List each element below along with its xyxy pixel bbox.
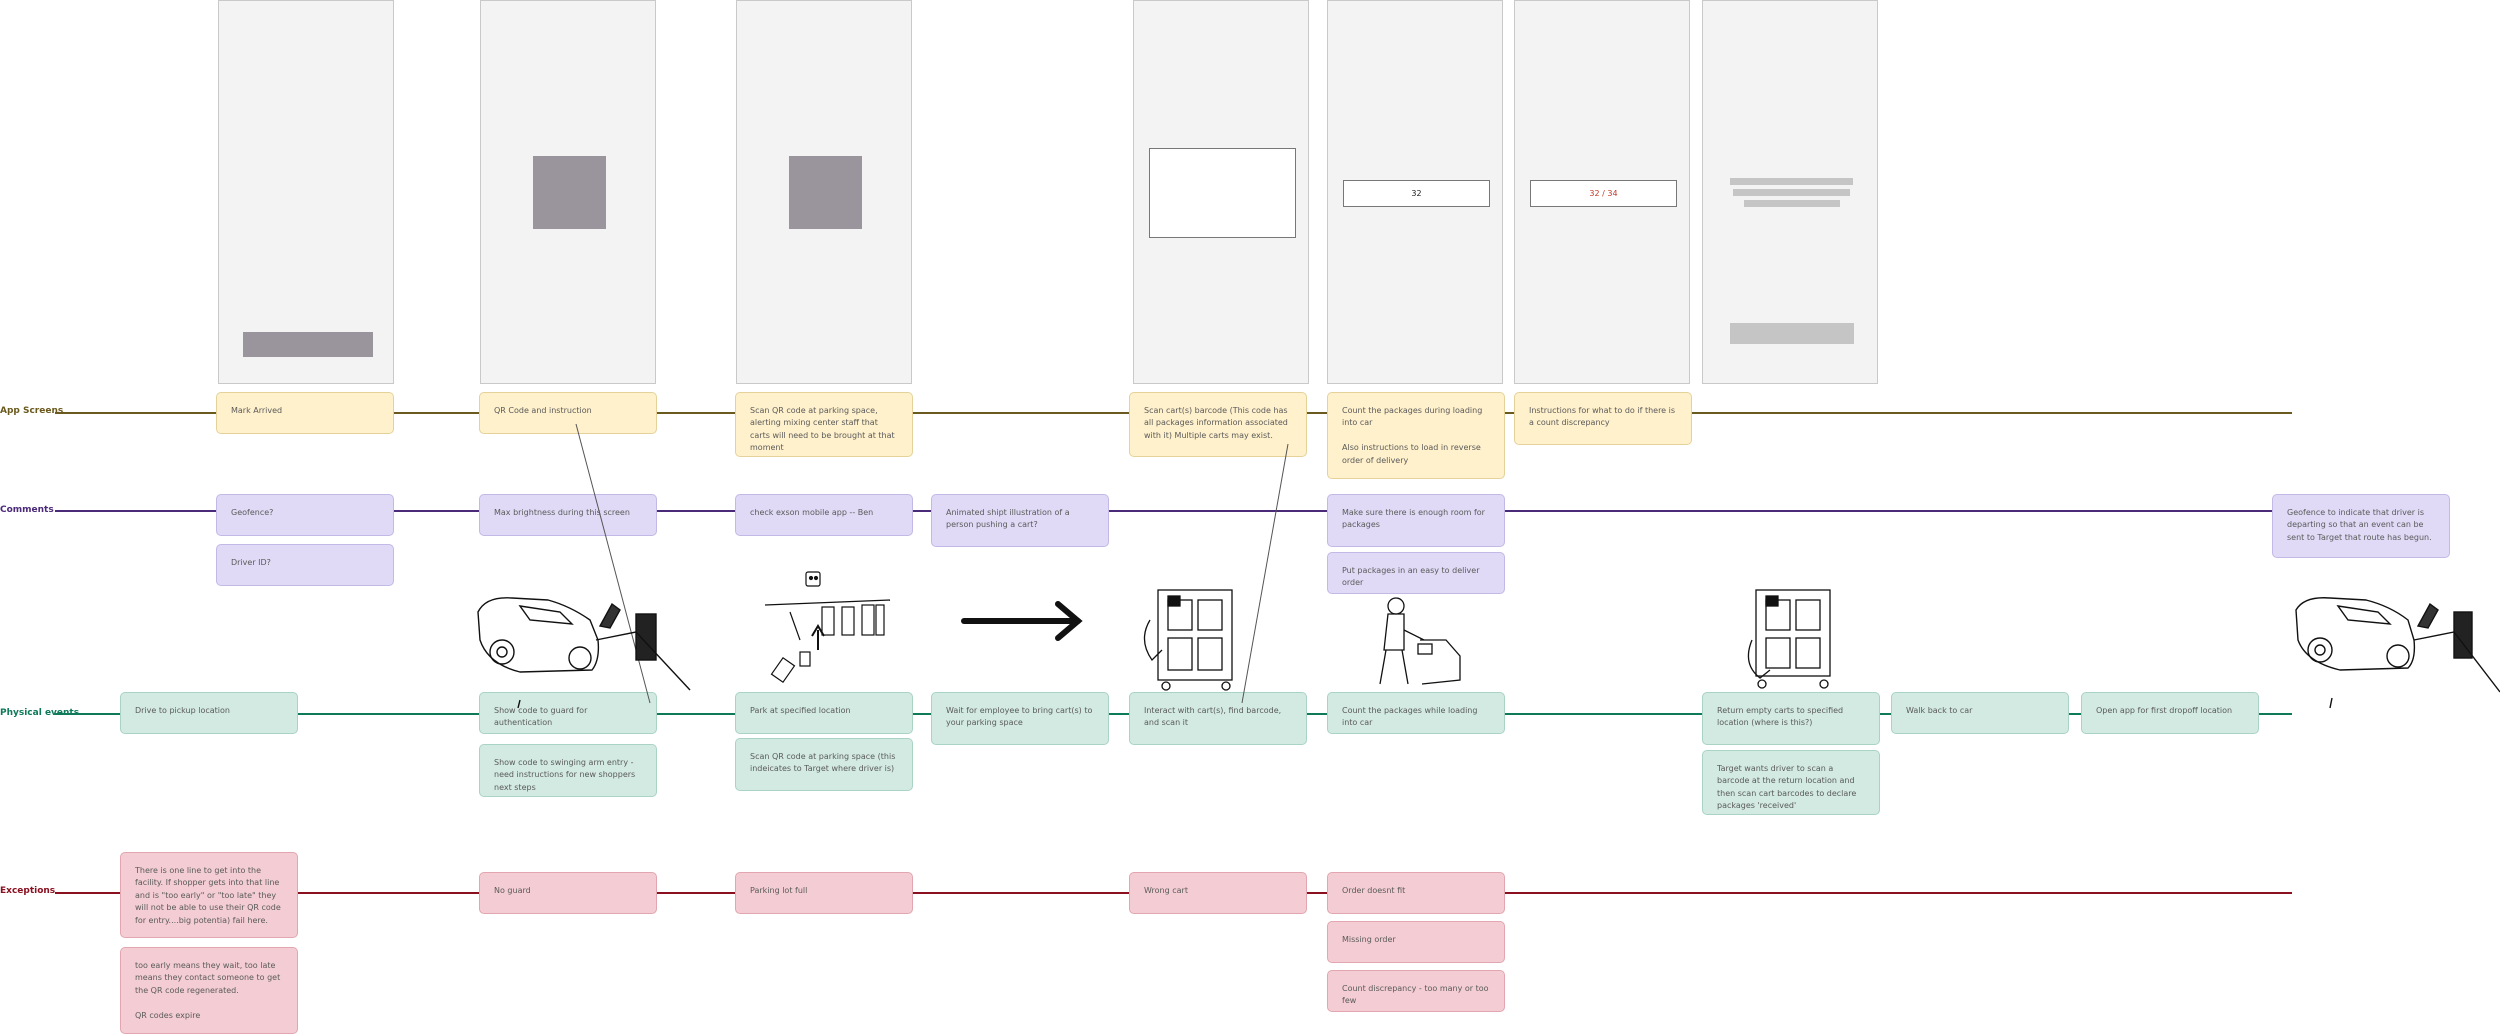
exception-card-order-doesnt-fit[interactable]: Order doesnt fit	[1327, 872, 1505, 914]
physical-card-return-carts[interactable]: Return empty carts to specified location…	[1702, 692, 1880, 745]
screen-scan-parking-qr	[736, 0, 912, 384]
lane-line-comments	[55, 510, 2335, 512]
exception-card-no-guard[interactable]: No guard	[479, 872, 657, 914]
screen-count-discrepancy: 32 / 34	[1514, 0, 1690, 384]
parking-illustration	[764, 571, 891, 684]
connector-line	[1241, 443, 1289, 704]
scanner-viewfinder	[1149, 148, 1296, 238]
app-card-scan-parking-qr[interactable]: Scan QR code at parking space, alerting …	[735, 392, 913, 457]
physical-card-interact-cart[interactable]: Interact with cart(s), find barcode, and…	[1129, 692, 1307, 745]
qr-code-placeholder	[789, 156, 862, 229]
app-card-count-discrepancy[interactable]: Instructions for what to do if there is …	[1514, 392, 1692, 445]
physical-card-count-loading[interactable]: Count the packages while loading into ca…	[1327, 692, 1505, 734]
connector-line	[575, 423, 651, 704]
lane-label-physical-events: Physical events	[0, 708, 80, 718]
screen-count-packages: 32	[1327, 0, 1503, 384]
lane-label-app-screens: App Screens	[0, 406, 64, 416]
screen-scan-cart	[1133, 0, 1309, 384]
text-placeholder-line	[1744, 200, 1840, 207]
comment-card-animated-illustration[interactable]: Animated shipt illustration of a person …	[931, 494, 1109, 547]
comment-card-max-brightness[interactable]: Max brightness during this screen	[479, 494, 657, 536]
person-loading-illustration	[1379, 597, 1461, 685]
cart-illustration	[1143, 589, 1233, 691]
package-count-box: 32	[1343, 180, 1490, 207]
physical-card-swinging-arm[interactable]: Show code to swinging arm entry - need i…	[479, 744, 657, 797]
comment-card-deliver-order[interactable]: Put packages in an easy to deliver order	[1327, 552, 1505, 594]
lane-label-exceptions: Exceptions	[0, 886, 56, 896]
physical-card-scan-parking-qr[interactable]: Scan QR code at parking space (this inde…	[735, 738, 913, 791]
app-card-count-packages[interactable]: Count the packages during loading into c…	[1327, 392, 1505, 479]
exception-card-missing-order[interactable]: Missing order	[1327, 921, 1505, 963]
car-departing-illustration	[2295, 597, 2500, 709]
physical-card-wait-employee[interactable]: Wait for employee to bring cart(s) to yo…	[931, 692, 1109, 745]
comment-card-geofence-departing[interactable]: Geofence to indicate that driver is depa…	[2272, 494, 2450, 558]
physical-card-open-app[interactable]: Open app for first dropoff location	[2081, 692, 2259, 734]
screen-qr-code	[480, 0, 656, 384]
screen-mark-arrived	[218, 0, 394, 384]
cart-return-illustration	[1747, 589, 1831, 689]
exception-card-wrong-cart[interactable]: Wrong cart	[1129, 872, 1307, 914]
comment-card-geofence[interactable]: Geofence?	[216, 494, 394, 536]
discrepancy-count-box: 32 / 34	[1530, 180, 1677, 207]
comment-card-exson-app[interactable]: check exson mobile app -- Ben	[735, 494, 913, 536]
physical-card-drive[interactable]: Drive to pickup location	[120, 692, 298, 734]
screen-instructions	[1702, 0, 1878, 384]
lane-label-comments: Comments	[0, 505, 54, 515]
exception-card-parking-full[interactable]: Parking lot full	[735, 872, 913, 914]
exception-card-too-early-late[interactable]: too early means they wait, too late mean…	[120, 947, 298, 1034]
arrow-right-icon	[961, 601, 1083, 641]
arrived-button-placeholder	[243, 332, 373, 357]
app-card-mark-arrived[interactable]: Mark Arrived	[216, 392, 394, 434]
exception-card-count-discrepancy[interactable]: Count discrepancy - too many or too few	[1327, 970, 1505, 1012]
physical-card-show-guard[interactable]: Show code to guard for authentication	[479, 692, 657, 734]
comment-card-driver-id[interactable]: Driver ID?	[216, 544, 394, 586]
discrepancy-count-value: 32 / 34	[1589, 189, 1618, 198]
comment-card-enough-room[interactable]: Make sure there is enough room for packa…	[1327, 494, 1505, 547]
text-placeholder-line	[1730, 178, 1853, 185]
exception-card-one-line[interactable]: There is one line to get into the facili…	[120, 852, 298, 938]
physical-card-target-scan[interactable]: Target wants driver to scan a barcode at…	[1702, 750, 1880, 815]
text-placeholder-line	[1733, 189, 1850, 196]
button-placeholder	[1730, 323, 1854, 344]
app-card-scan-cart[interactable]: Scan cart(s) barcode (This code has all …	[1129, 392, 1307, 457]
physical-card-walk-back[interactable]: Walk back to car	[1891, 692, 2069, 734]
app-card-qr-code[interactable]: QR Code and instruction	[479, 392, 657, 434]
qr-code-placeholder	[533, 156, 606, 229]
car-at-gate-illustration	[477, 597, 691, 709]
package-count-value: 32	[1411, 189, 1422, 198]
physical-card-park[interactable]: Park at specified location	[735, 692, 913, 734]
